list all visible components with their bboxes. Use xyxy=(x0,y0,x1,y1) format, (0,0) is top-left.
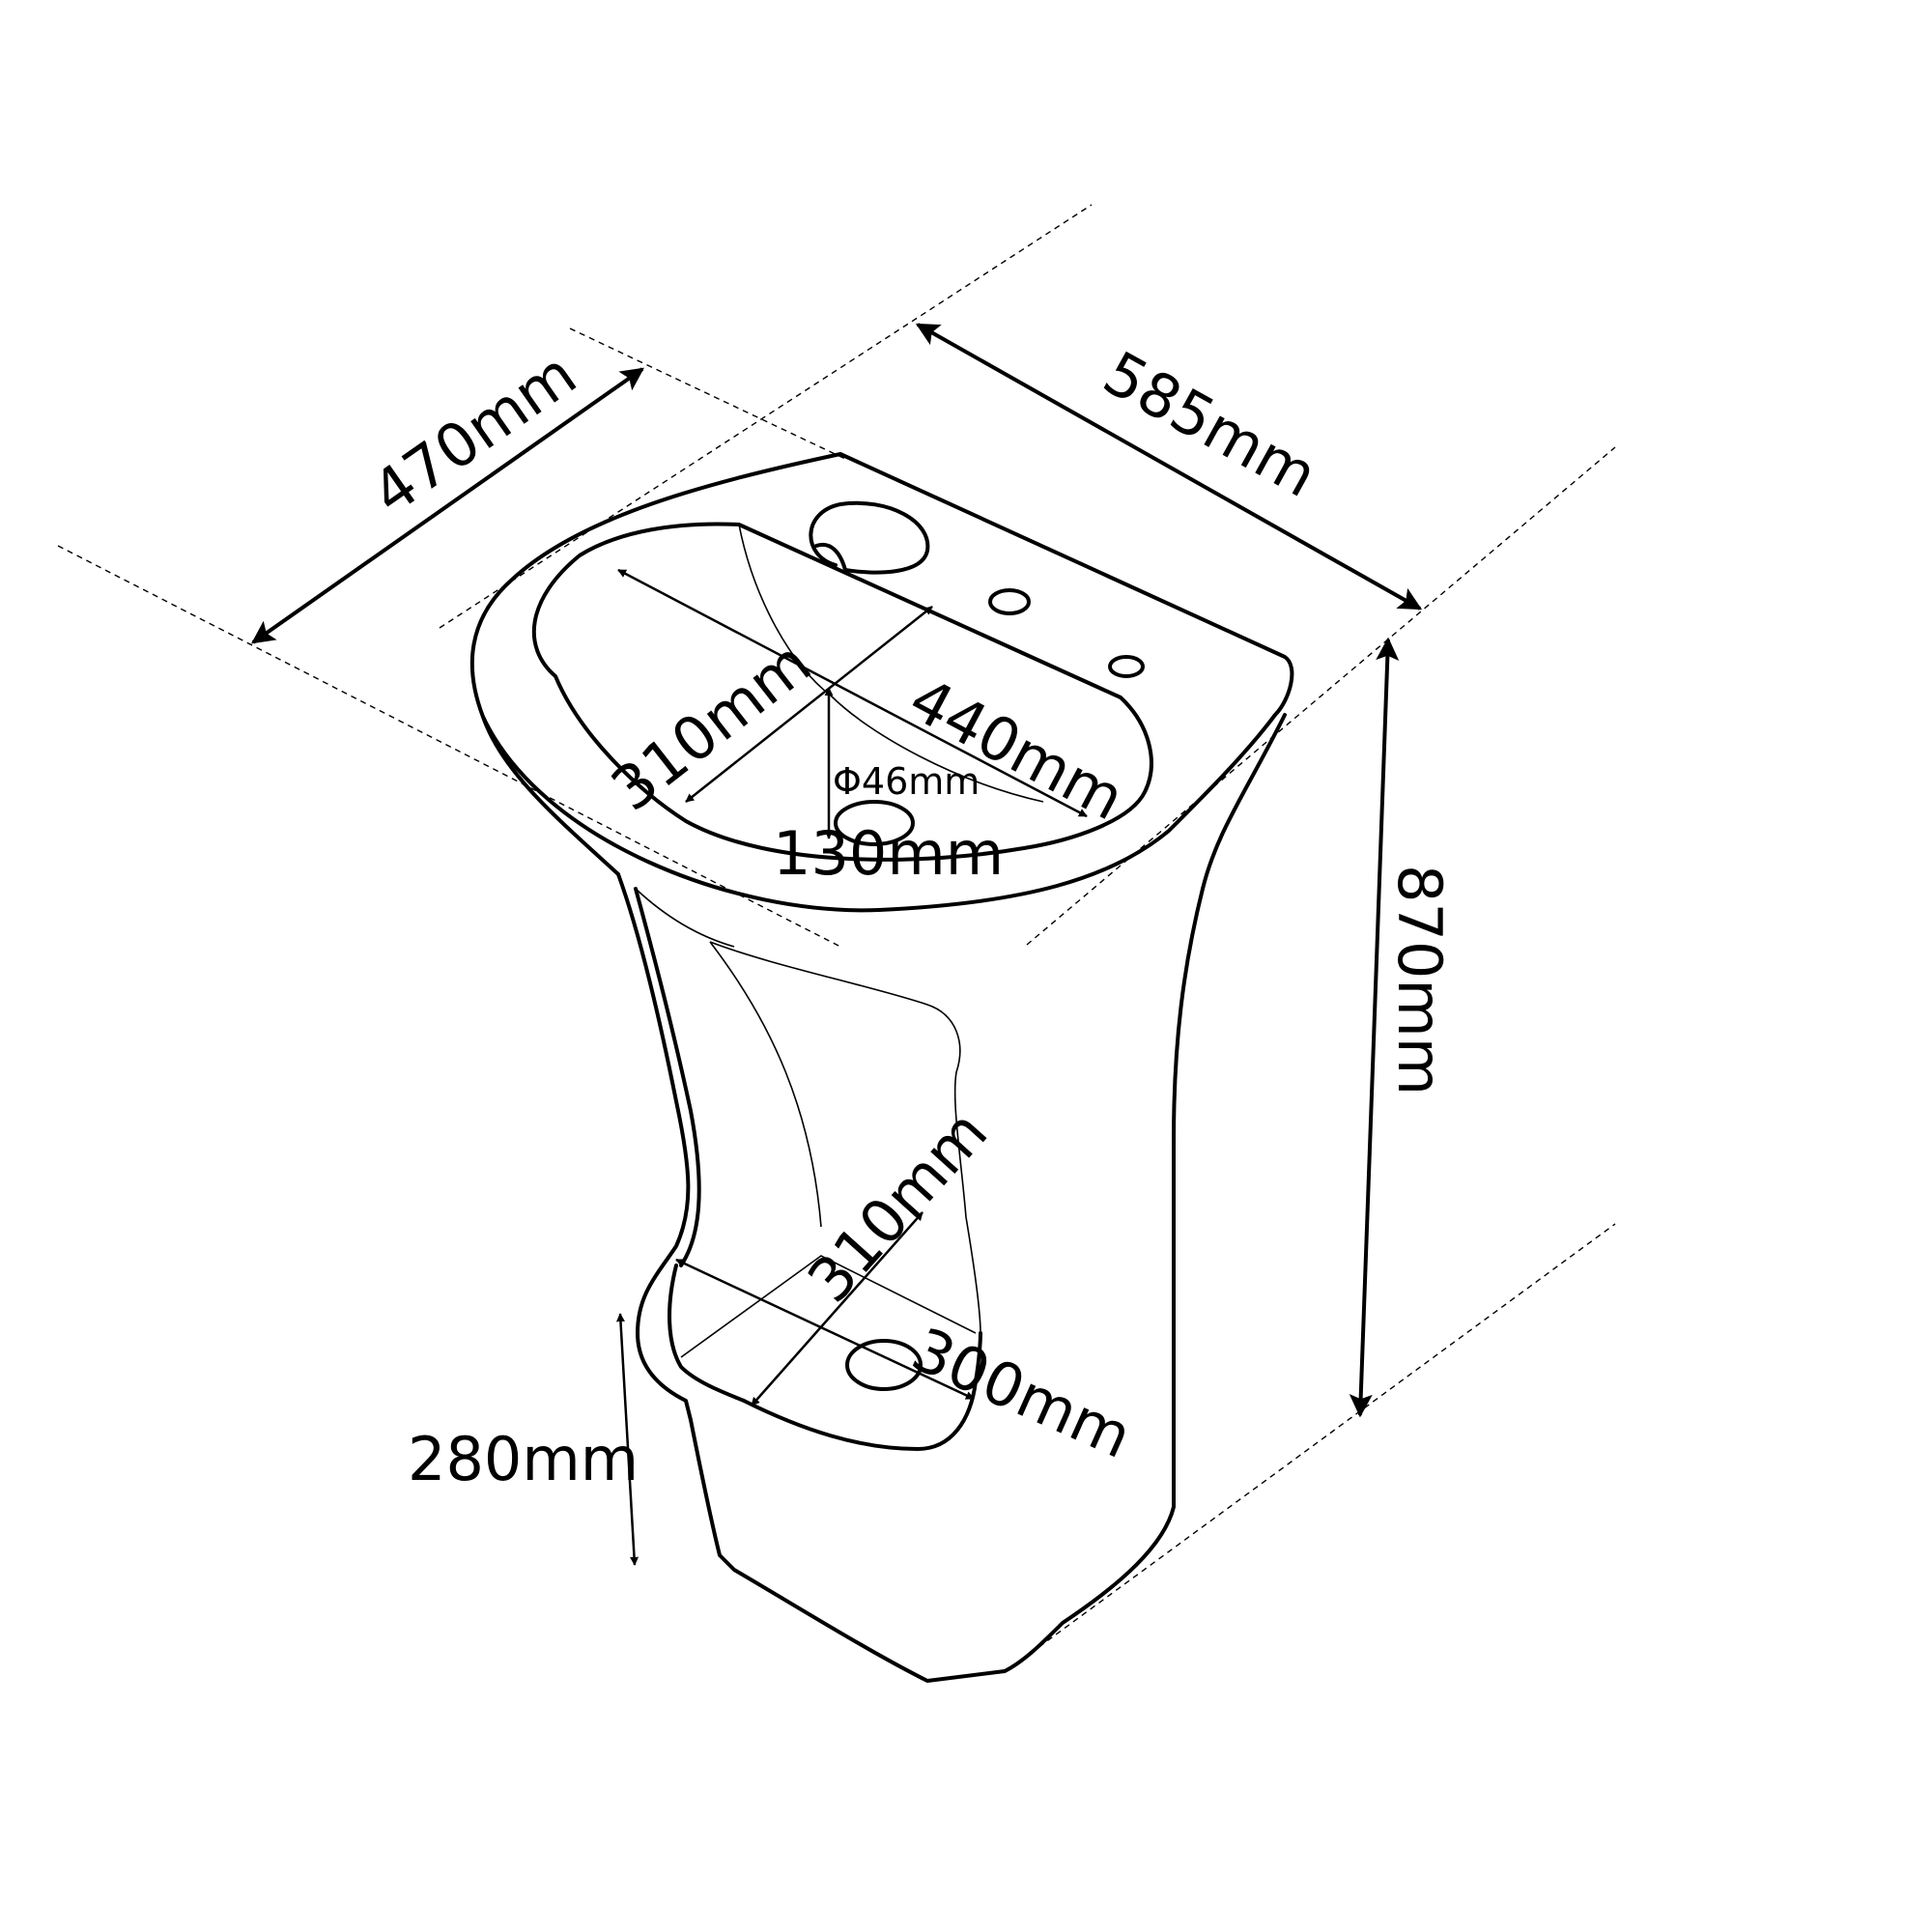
dimension-labels: 470mm 585mm 870mm 440mm 310mm Φ46mm 130m… xyxy=(359,337,1455,1494)
dim-310-bottom-line xyxy=(751,1211,923,1406)
recess-inner-curve xyxy=(709,941,822,1228)
label-310-bottom: 310mm xyxy=(794,1096,1001,1316)
basin-rim-underside xyxy=(481,715,620,876)
label-drain-diameter: Φ46mm xyxy=(833,760,980,803)
label-470: 470mm xyxy=(359,338,589,528)
label-585: 585mm xyxy=(1093,337,1329,511)
recess-back-edge xyxy=(709,941,981,1334)
extension-lines xyxy=(57,204,1616,1673)
tap-hole-1 xyxy=(988,588,1031,615)
dim-310-top-line xyxy=(685,606,933,803)
pedestal-right xyxy=(1003,887,1205,1673)
dimension-lines xyxy=(251,323,1423,1566)
dim-470-line xyxy=(251,367,644,644)
label-130: 130mm xyxy=(773,818,1004,889)
label-870: 870mm xyxy=(1384,865,1455,1095)
dim-870-line xyxy=(1349,637,1400,1418)
tap-hole-2 xyxy=(1108,655,1145,678)
dim-585-line xyxy=(915,323,1423,611)
label-310-top: 310mm xyxy=(598,627,823,825)
recess-top-curve xyxy=(635,888,735,948)
dim-280-line xyxy=(615,1313,639,1566)
pedestal-front-recess xyxy=(634,887,701,1267)
basin-right-side xyxy=(1201,713,1287,891)
washbasin-outline xyxy=(469,452,1294,1683)
overflow-slot xyxy=(809,500,930,575)
label-280: 280mm xyxy=(408,1424,639,1494)
label-300: 300mm xyxy=(902,1314,1142,1472)
